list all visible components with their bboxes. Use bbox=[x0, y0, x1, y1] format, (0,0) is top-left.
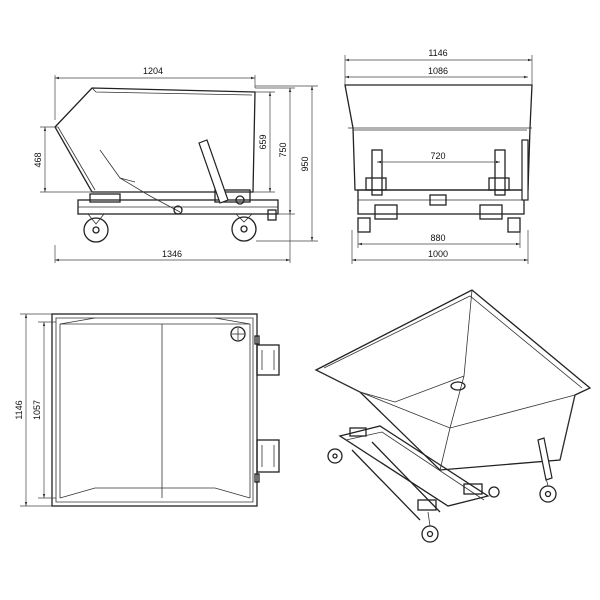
dim-label-1086: 1086 bbox=[428, 66, 448, 76]
dim-label-468: 468 bbox=[33, 152, 43, 167]
dim-overall-length: 1346 bbox=[54, 212, 291, 263]
top-fork-pockets bbox=[254, 335, 280, 483]
dim-height-750: 750 bbox=[255, 87, 295, 215]
side-container bbox=[54, 87, 256, 193]
top-view: 1146 1057 bbox=[14, 313, 280, 507]
dim-label-950: 950 bbox=[300, 156, 310, 171]
side-wheel-front bbox=[83, 213, 109, 243]
isometric-view bbox=[314, 289, 592, 543]
iso-wheels bbox=[327, 448, 557, 543]
side-view: 1204 1346 468 659 750 bbox=[33, 66, 318, 263]
iso-chassis bbox=[338, 425, 490, 521]
front-chassis bbox=[357, 149, 525, 233]
dim-label-659: 659 bbox=[258, 134, 268, 149]
iso-drain-plug-icon bbox=[450, 381, 466, 391]
dim-overall-width: 1146 bbox=[344, 48, 533, 85]
dim-label-1204: 1204 bbox=[143, 66, 163, 76]
front-view: 1146 1086 720 880 1000 bbox=[344, 48, 533, 264]
dim-inner-width: 1086 bbox=[345, 66, 528, 79]
dim-label-750: 750 bbox=[278, 142, 288, 157]
front-lever-handle[interactable] bbox=[521, 139, 529, 201]
dim-label-720: 720 bbox=[430, 151, 445, 161]
side-chassis bbox=[77, 177, 279, 221]
dim-label-1146-top: 1146 bbox=[14, 400, 24, 419]
dim-label-1346: 1346 bbox=[162, 249, 182, 259]
iso-lever-handle[interactable] bbox=[537, 437, 553, 481]
drain-plug-icon bbox=[230, 326, 246, 342]
dim-base-1000: 1000 bbox=[351, 230, 529, 264]
dim-height-659: 659 bbox=[253, 91, 275, 193]
dim-top-inner-1057: 1057 bbox=[32, 321, 56, 499]
side-wheel-rear bbox=[231, 213, 257, 242]
dim-height-950: 950 bbox=[255, 85, 318, 242]
dim-label-1146-front: 1146 bbox=[428, 48, 447, 58]
dim-label-880: 880 bbox=[430, 233, 445, 243]
dim-frame-880: 880 bbox=[357, 230, 521, 248]
side-lever-handle[interactable] bbox=[198, 139, 229, 204]
front-container bbox=[344, 84, 533, 191]
dim-label-1057: 1057 bbox=[32, 400, 42, 420]
iso-container bbox=[314, 289, 592, 471]
dim-track-720: 720 bbox=[377, 151, 500, 164]
top-container bbox=[51, 313, 258, 507]
dim-top-depth-1146: 1146 bbox=[14, 313, 52, 507]
dim-height-468: 468 bbox=[33, 126, 92, 193]
dim-label-1000: 1000 bbox=[428, 249, 448, 259]
